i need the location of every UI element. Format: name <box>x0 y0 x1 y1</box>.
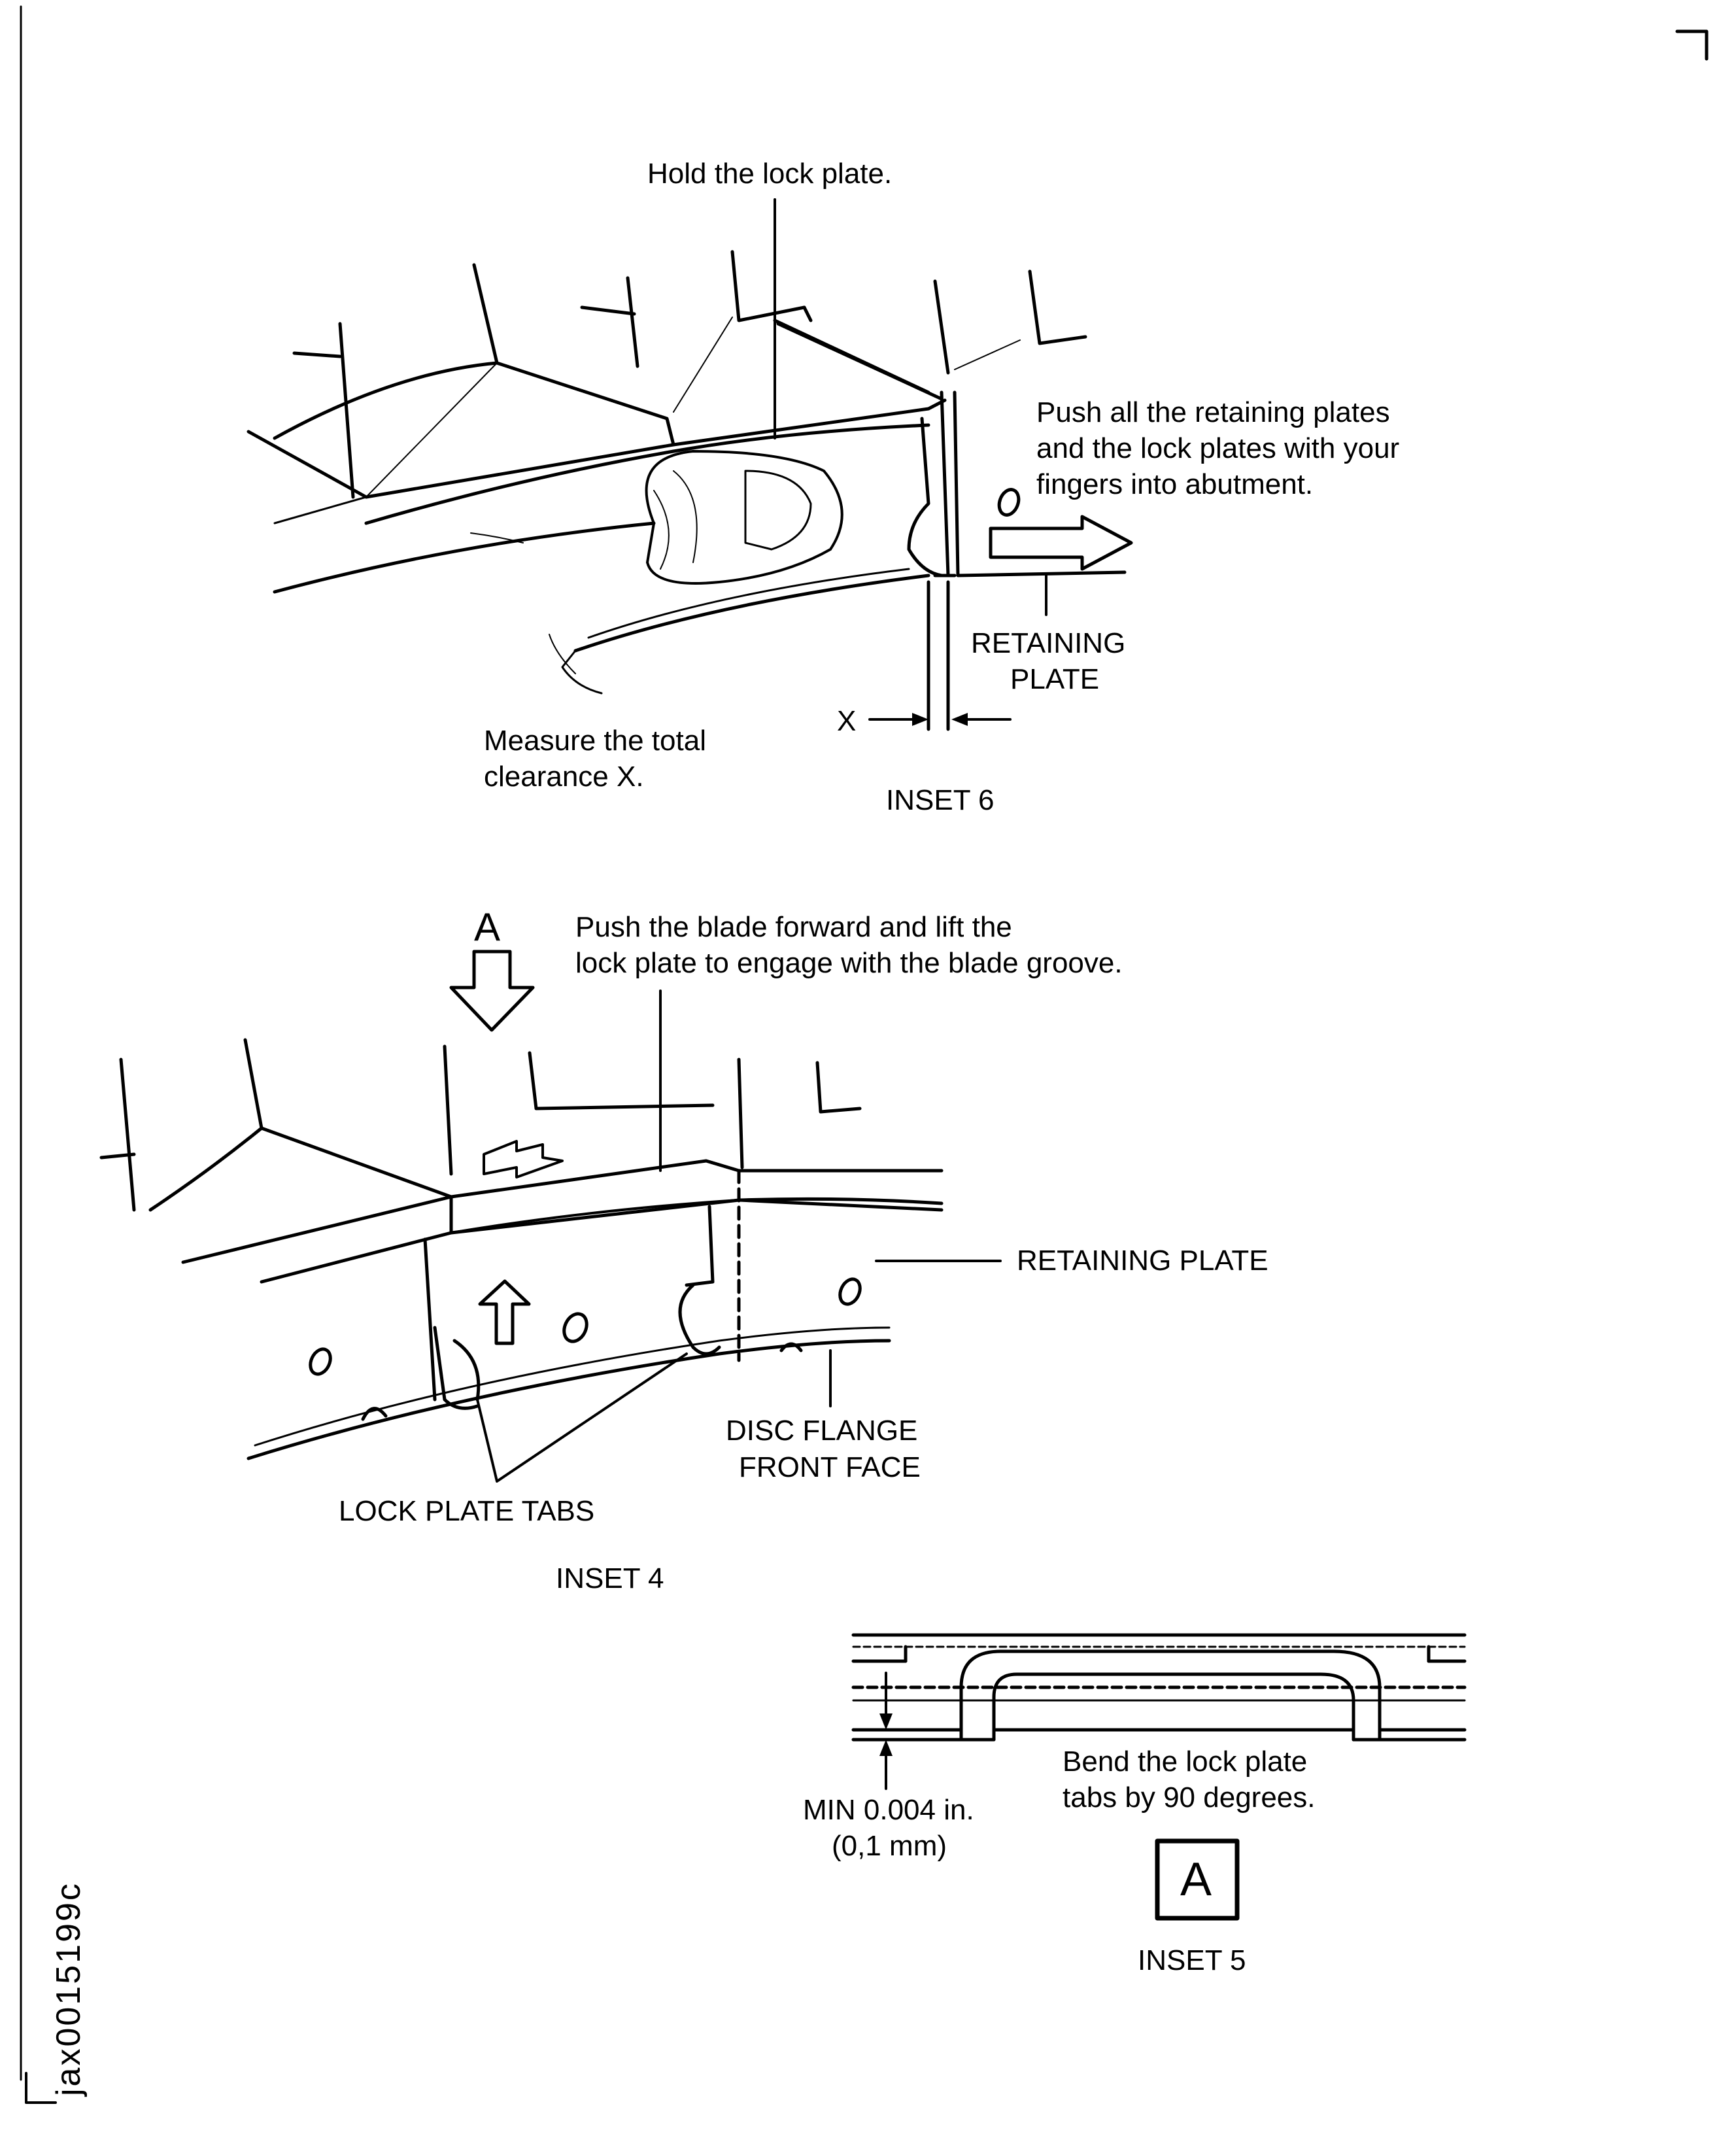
inset-6-measure-line-2: clearance X. <box>484 761 644 793</box>
inset-4-push-blade-line-2: lock plate to engage with the blade groo… <box>575 947 1123 979</box>
inset-6-retaining-plate-line-2: PLATE <box>1010 663 1099 695</box>
inset-6-push-plates-line-1: Push all the retaining plates <box>1036 396 1390 428</box>
inset-4-view-letter: A <box>474 905 500 949</box>
page-frame <box>20 5 1709 2104</box>
inset-4-retaining-plate: RETAINING PLATE <box>1017 1245 1268 1277</box>
inset-5-arrowheads <box>879 1713 893 1756</box>
inset-6-title: INSET 6 <box>886 784 994 816</box>
inset-4-push-blade-line-1: Push the blade forward and lift the <box>575 911 1012 943</box>
figure-id: jax0015199c <box>50 1882 88 2097</box>
inset-5-view-letter: A <box>1180 1853 1212 1906</box>
inset-6-drawing <box>247 198 1127 731</box>
inset-6-measure-line-1: Measure the total <box>484 725 706 757</box>
inset-4-disc-flange-line-1: DISC FLANGE <box>726 1415 917 1447</box>
inset-4-lock-plate-tabs: LOCK PLATE TABS <box>339 1495 594 1527</box>
inset-6-arrows <box>912 515 1133 726</box>
inset-4-drawing <box>99 950 1002 1483</box>
view-a-box <box>1155 1838 1240 1921</box>
inset-5-title: INSET 5 <box>1138 1944 1246 1976</box>
push-direction-arrow <box>989 515 1133 571</box>
inset-5-drawing <box>851 1633 1467 1921</box>
inset-5-min-clearance-line-2: (0,1 mm) <box>832 1830 947 1862</box>
inset-6-retaining-plate-line-1: RETAINING <box>971 627 1125 659</box>
inset-4-disc-flange-line-2: FRONT FACE <box>739 1451 921 1483</box>
inset-6-push-plates-line-3: fingers into abutment. <box>1036 468 1313 500</box>
inset-5-bend-tabs-line-2: tabs by 90 degrees. <box>1063 1781 1315 1814</box>
inset-6-hold-lock-plate: Hold the lock plate. <box>647 158 892 190</box>
inset-6-x-label: X <box>837 705 856 737</box>
lift-arrow <box>478 1279 531 1345</box>
inset-4-title: INSET 4 <box>556 1562 664 1594</box>
inset-5-bend-tabs-line-1: Bend the lock plate <box>1063 1746 1307 1778</box>
inset-6-push-plates-line-2: and the lock plates with your <box>1036 432 1399 464</box>
inset-5-min-clearance-line-1: MIN 0.004 in. <box>803 1794 974 1826</box>
view-a-arrow <box>449 950 535 1032</box>
